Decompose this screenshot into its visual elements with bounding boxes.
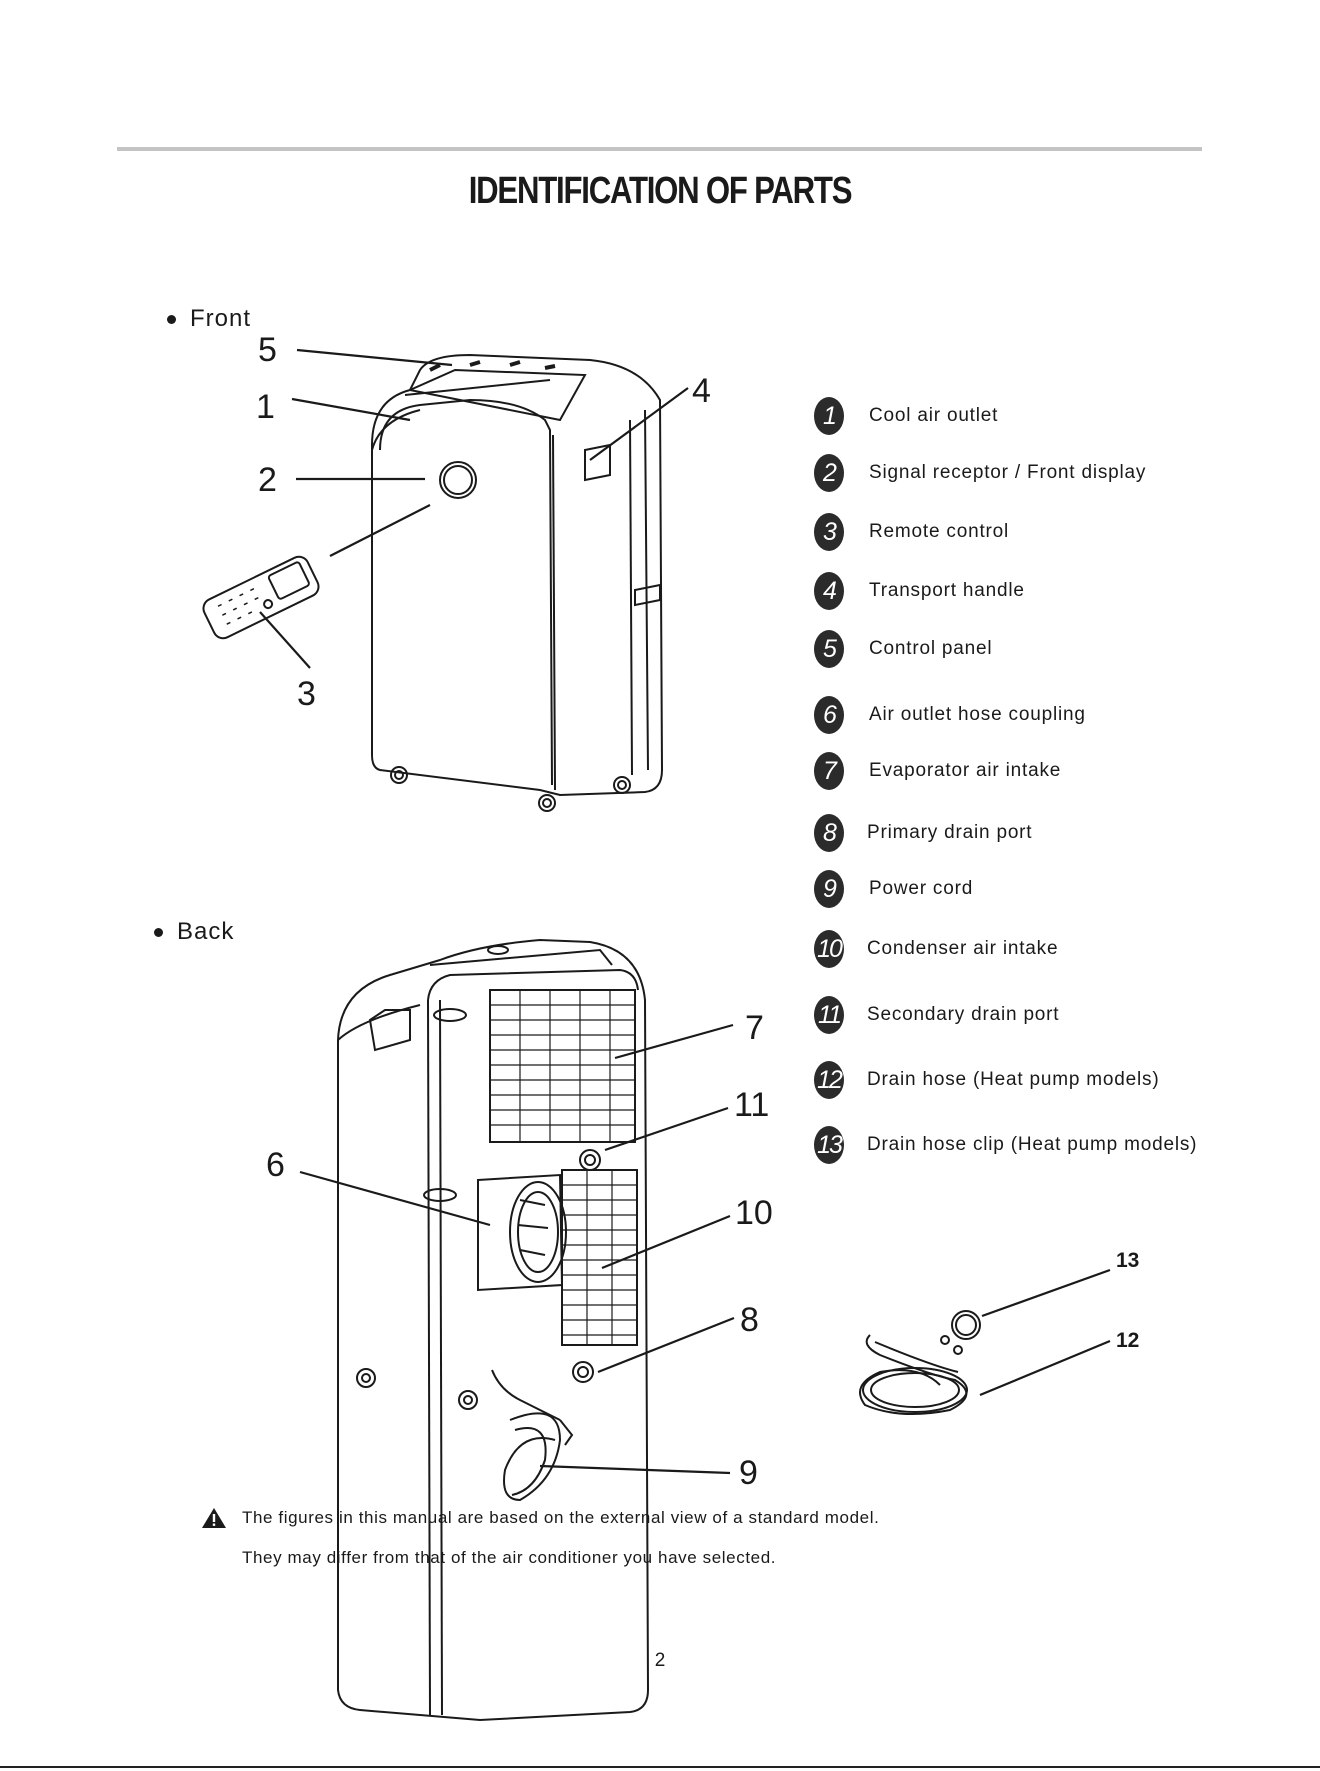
page-title: IDENTIFICATION OF PARTS [468,170,853,212]
number-badge: 9 [814,870,844,908]
callout-1: 1 [256,388,275,426]
number-badge: 4 [814,572,844,610]
legend-label: Cool air outlet [869,405,999,426]
number-badge: 6 [814,696,844,734]
legend-label: Condenser air intake [867,938,1059,959]
page-number: 2 [654,1650,666,1671]
callout-4: 4 [692,372,711,410]
callout-13: 13 [1116,1249,1140,1272]
number-badge: 10 [814,930,844,968]
callout-9: 9 [739,1454,758,1492]
number-badge: 11 [814,996,844,1034]
callout-11: 11 [734,1086,770,1124]
callout-3: 3 [297,675,316,713]
callout-8: 8 [740,1301,759,1339]
section-back: Back [154,918,234,946]
legend-label: Air outlet hose coupling [869,704,1086,725]
legend-label: Signal receptor / Front display [869,462,1147,483]
callout-5: 5 [258,331,277,369]
legend-label: Transport handle [869,580,1025,601]
back-unit-illustration [337,938,650,1722]
drain-hose-clip-illustration [940,1310,981,1355]
legend-label: Primary drain port [867,822,1033,843]
callout-12: 12 [1116,1329,1140,1352]
drain-hose-illustration [859,1334,968,1415]
legend-label: Evaporator air intake [869,760,1062,781]
legend-label: Drain hose (Heat pump models) [867,1069,1160,1090]
bottom-rule [0,1766,1320,1768]
section-back-label: Back [177,918,235,945]
number-badge: 5 [814,630,844,668]
number-badge: 1 [814,397,844,435]
top-rule [117,147,1202,151]
number-badge: 13 [814,1126,844,1164]
number-badge: 8 [814,814,844,852]
section-front: Front [167,305,251,333]
legend-label: Control panel [869,638,993,659]
legend-label: Drain hose clip (Heat pump models) [867,1134,1198,1155]
callout-6: 6 [266,1146,285,1184]
bullet-icon [167,315,176,325]
number-badge: 7 [814,752,844,790]
remote-control-illustration [202,555,320,640]
note-line-1: The figures in this manual are based on … [242,1508,880,1527]
legend-label: Secondary drain port [867,1004,1060,1025]
legend-label: Power cord [869,878,974,899]
callout-leader-lines [259,348,1111,1475]
callout-10: 10 [735,1194,773,1232]
bullet-icon [154,928,163,938]
warning-triangle-icon [202,1508,226,1528]
section-front-label: Front [190,305,252,332]
callout-2: 2 [258,461,277,499]
callout-7: 7 [745,1009,764,1047]
number-badge: 12 [814,1061,844,1099]
front-unit-illustration [371,353,664,812]
note-line-2: They may differ from that of the air con… [242,1548,777,1567]
number-badge: 2 [814,454,844,492]
number-badge: 3 [814,513,844,551]
legend-label: Remote control [869,521,1010,542]
